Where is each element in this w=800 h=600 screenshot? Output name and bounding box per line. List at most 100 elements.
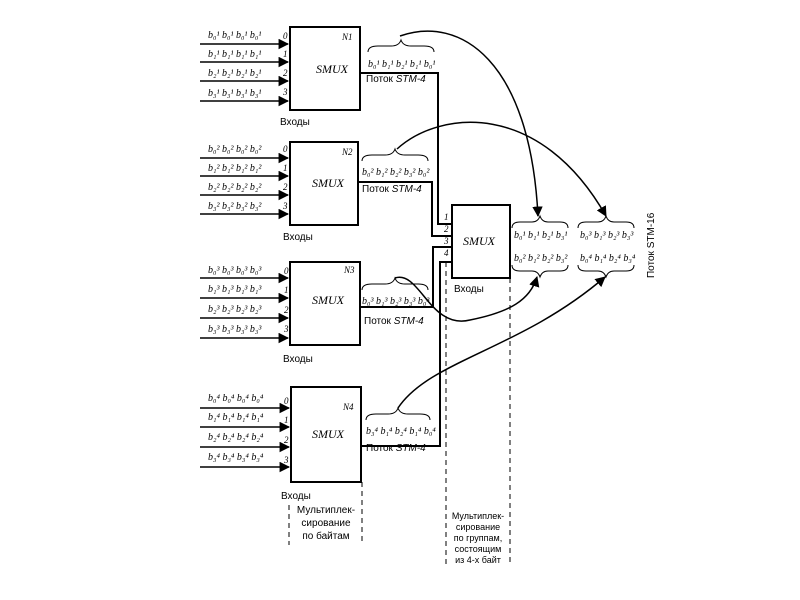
brace [577, 214, 635, 229]
smux-label: SMUX [316, 62, 349, 76]
smux-box-n4 [290, 386, 362, 483]
smux-label: SMUX [312, 176, 345, 190]
port-number: 0 [284, 396, 289, 406]
port-number: 2 [284, 305, 289, 315]
mux-n4: SMUX N4 b₀⁴ b₀⁴ b₀⁴ b₀⁴ b₁⁴ b₁⁴ b₁⁴ b₁⁴ … [200, 386, 436, 502]
port-number: 1 [284, 415, 289, 425]
mux-n3: SMUX N3 b₀³ b₀³ b₀³ b₀³ b₁³ b₁³ b₁³ b₁³ … [200, 261, 430, 365]
wire-n1 [360, 72, 452, 225]
input-row: b₁¹ b₁¹ b₁¹ b₁¹ [208, 49, 261, 60]
dashed-guides [288, 262, 511, 565]
output-bits-n3: b₀³ b₁³ b₂³ b₃³ b₀³ [362, 296, 430, 307]
note-line: по группам, [454, 533, 503, 543]
port-number: 3 [443, 236, 449, 246]
wire-n4 [361, 261, 452, 447]
group-2-row-1: b₀³ b₁³ b₂³ b₃³ [580, 230, 634, 241]
note-line: Мультиплек- [452, 511, 504, 521]
output-bits-n1: b₀¹ b₁¹ b₂¹ b₁¹ b₀¹ [368, 59, 435, 70]
port-number: 3 [282, 201, 288, 211]
mux-id-n3: N3 [343, 265, 355, 275]
brace [511, 264, 569, 279]
input-row: b₁² b₁² b₁² b₁² [208, 163, 262, 174]
output-bits-n4: b₃⁴ b₁⁴ b₂⁴ b₁⁴ b₀⁴ [366, 426, 436, 437]
inputs-label: Входы [281, 491, 311, 502]
port-number: 2 [284, 435, 289, 445]
input-row: b₃¹ b₃¹ b₃¹ b₃¹ [208, 88, 261, 99]
smux-label: SMUX [463, 234, 496, 248]
arrow-n4-to-group2 [397, 276, 606, 409]
input-row: b₂² b₂² b₂² b₂² [208, 182, 262, 193]
arrow-n2-to-group2 [396, 121, 607, 217]
port-number: 2 [283, 182, 288, 192]
mux-n2: SMUX N2 b₀² b₀² b₀² b₀² b₁² b₁² b₁² b₁² … [200, 141, 430, 243]
input-row: b₀¹ b₀¹ b₀¹ b₀¹ [208, 30, 261, 41]
group-1-row-1: b₀¹ b₁¹ b₂¹ b₃¹ [514, 230, 567, 241]
output-groups: b₀¹ b₁¹ b₂¹ b₃¹ b₀² b₁² b₂² b₃² b₀³ b₁³ … [511, 212, 657, 279]
port-number: 1 [283, 49, 288, 59]
inputs-label: Входы [454, 284, 484, 295]
input-row: b₀⁴ b₀⁴ b₀⁴ b₀⁴ [208, 393, 264, 404]
stream-label: Поток STM-4 [366, 443, 426, 454]
smux-box-n3 [289, 261, 361, 346]
smux-label: SMUX [312, 427, 345, 441]
inputs-label: Входы [283, 232, 313, 243]
output-bits-n2: b₀² b₁² b₂² b₃² b₀² [362, 167, 430, 178]
port-number: 0 [283, 144, 288, 154]
inputs-label: Входы [283, 354, 313, 365]
mux-id-n1: N1 [341, 32, 353, 42]
port-number: 3 [283, 455, 289, 465]
port-number: 0 [283, 31, 288, 41]
stream-label: Поток STM-4 [362, 184, 422, 195]
main-mux: SMUX 1 2 3 4 Входы [443, 204, 511, 295]
port-number: 1 [283, 163, 288, 173]
port-number: 2 [444, 224, 449, 234]
routing-arrows [394, 30, 607, 409]
note-line: по байтам [302, 530, 349, 542]
group-1-row-2: b₀² b₁² b₂² b₃² [514, 253, 568, 264]
input-row: b₃² b₃² b₃² b₃² [208, 201, 262, 212]
note-line: из 4-х байт [455, 555, 501, 565]
inputs-label: Входы [280, 117, 310, 128]
mux-n1: SMUX N1 b₀¹ b₀¹ b₀¹ b₀¹ b₁¹ b₁¹ b₁¹ b₁¹ … [200, 26, 435, 128]
port-number: 1 [444, 212, 449, 222]
input-row: b₂¹ b₂¹ b₂¹ b₂¹ [208, 68, 261, 79]
mux-id-n4: N4 [342, 402, 354, 412]
group-2-row-2: b₀⁴ b₁⁴ b₂⁴ b₃⁴ [580, 253, 636, 264]
input-row: b₀³ b₀³ b₀³ b₀³ [208, 265, 262, 276]
brace [361, 147, 429, 162]
port-number: 0 [284, 266, 289, 276]
mux-id-n2: N2 [341, 147, 353, 157]
input-row: b₃⁴ b₃⁴ b₃⁴ b₃⁴ [208, 452, 264, 463]
brace [577, 264, 635, 279]
input-row: b₀² b₀² b₀² b₀² [208, 144, 262, 155]
port-number: 2 [283, 68, 288, 78]
connection-wires [358, 72, 452, 447]
note-byte-mux: Мультиплек- сирование по байтам [297, 505, 355, 542]
note-line: сирование [456, 522, 500, 532]
note-line: состоящим [455, 544, 502, 554]
note-line: сирование [301, 518, 351, 529]
arrow-n3-to-group1 [394, 275, 540, 322]
input-row: b₃³ b₃³ b₃³ b₃³ [208, 324, 262, 335]
smux-box-n1 [289, 26, 361, 111]
port-number: 1 [284, 285, 289, 295]
output-stream-label: Поток STM-16 [646, 212, 657, 278]
input-row: b₁⁴ b₁⁴ b₁⁴ b₁⁴ [208, 412, 264, 423]
input-row: b₁³ b₁³ b₁³ b₁³ [208, 284, 262, 295]
note-line: Мультиплек- [297, 505, 355, 516]
brace [365, 406, 431, 421]
input-row: b₂³ b₂³ b₂³ b₂³ [208, 304, 262, 315]
stream-label: Поток STM-4 [366, 74, 426, 85]
arrow-n1-to-group1 [399, 30, 543, 218]
smux-box-n2 [289, 141, 359, 226]
input-rows-n1: b₀¹ b₀¹ b₀¹ b₀¹ b₁¹ b₁¹ b₁¹ b₁¹ b₂¹ b₂¹ … [208, 30, 261, 99]
brace [367, 38, 435, 53]
main-smux-box [451, 204, 511, 279]
wire-n2 [358, 181, 452, 237]
port-number: 4 [444, 248, 449, 258]
brace [511, 214, 569, 229]
input-row: b₂⁴ b₂⁴ b₂⁴ b₂⁴ [208, 432, 264, 443]
port-number: 3 [283, 324, 289, 334]
wire-n3 [360, 246, 452, 308]
note-group-mux: Мультиплек- сирование по группам, состоя… [452, 511, 504, 565]
